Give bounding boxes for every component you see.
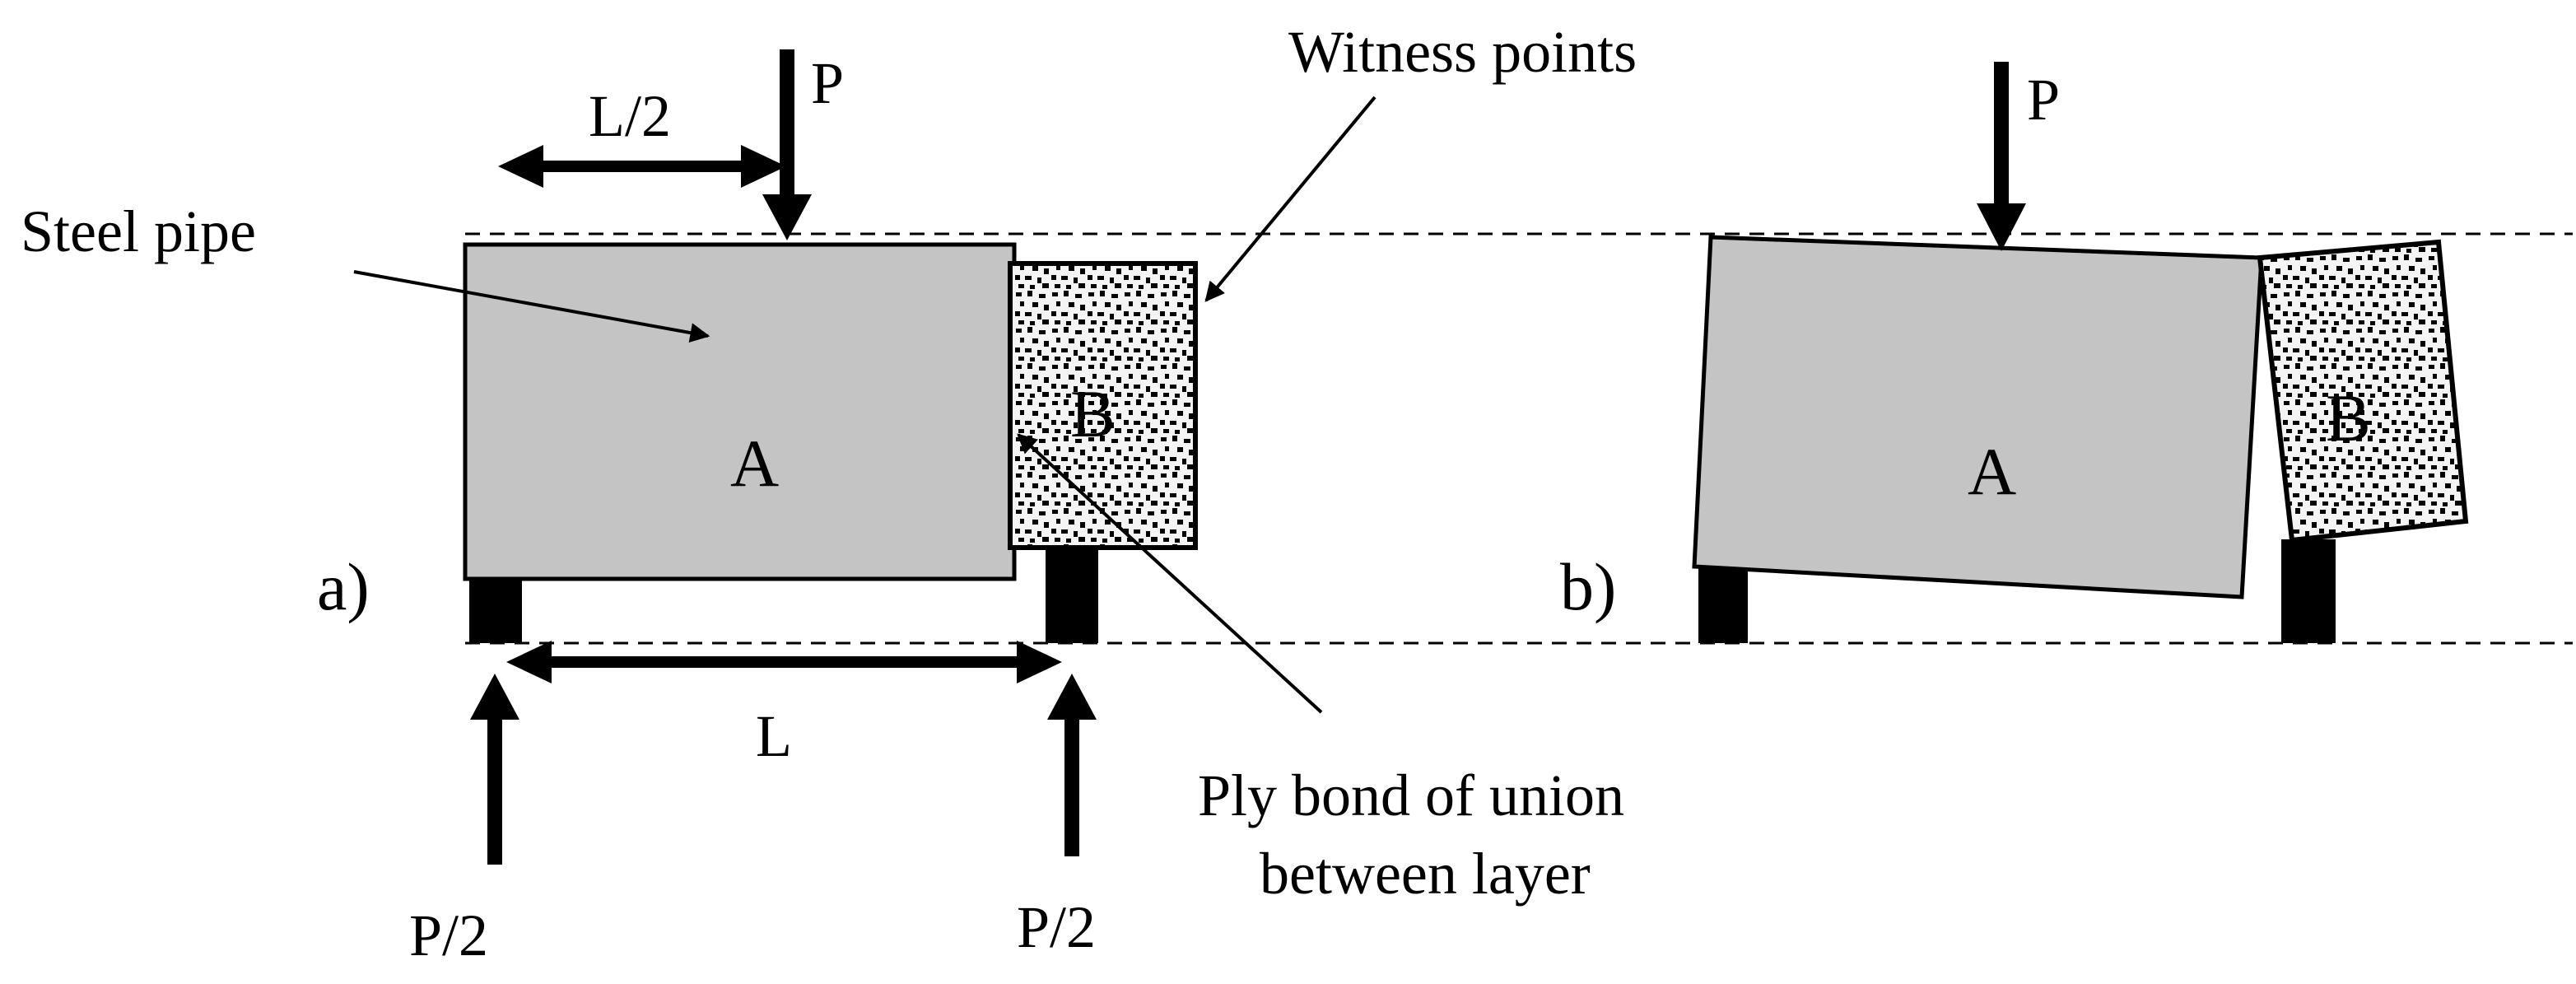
- half-span-label: L/2: [589, 83, 671, 149]
- half-span-arrow: [498, 145, 786, 188]
- reaction-arrow-left: [470, 674, 519, 865]
- reaction-label-right: P/2: [1017, 894, 1096, 960]
- load-label-p-a: P: [811, 50, 844, 116]
- block-a-right: [1692, 235, 2264, 599]
- block-b-left: [1008, 261, 1198, 550]
- panel-a-label: a): [317, 549, 370, 624]
- ply-bond-label-line2: between layer: [1260, 841, 1591, 907]
- steel-pipe-leader: [353, 270, 710, 343]
- support-right-b: [2281, 539, 2336, 643]
- block-b-left-label: B: [1070, 376, 1116, 451]
- support-left-a: [469, 579, 522, 643]
- reaction-arrow-right: [1047, 674, 1097, 856]
- ply-bond-leader: [1017, 433, 1323, 714]
- support-right-a: [1046, 548, 1098, 643]
- span-label: L: [756, 703, 792, 769]
- panel-b: b) P A B: [1560, 62, 2469, 643]
- block-a-left: [463, 242, 1017, 581]
- support-left-b: [1698, 568, 1748, 643]
- block-b-right-label: B: [2326, 380, 2371, 455]
- block-a-left-label: A: [730, 426, 779, 501]
- load-label-p-b: P: [2027, 67, 2060, 133]
- steel-pipe-label: Steel pipe: [21, 198, 256, 264]
- witness-points-label: Witness points: [1288, 19, 1637, 85]
- load-arrow-p-b: [1977, 62, 2026, 251]
- load-arrow-p-a: [762, 49, 812, 240]
- span-arrow: [506, 641, 1062, 683]
- reaction-label-left: P/2: [409, 902, 488, 968]
- ply-bond-label-line1: Ply bond of union: [1198, 762, 1624, 828]
- block-b-right: [2257, 239, 2469, 543]
- panel-a: a) P L/2 L P/2 P/2 A B Steel pipe Witnes…: [21, 19, 1637, 968]
- block-a-right-label: A: [1968, 434, 2016, 509]
- witness-points-leader: [1204, 96, 1377, 302]
- panel-b-label: b): [1560, 549, 1616, 624]
